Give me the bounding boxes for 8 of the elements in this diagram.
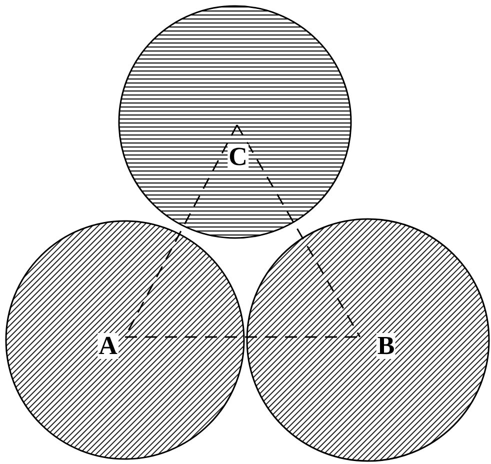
dashed-line: [236, 124, 361, 338]
dashed-line: [125, 336, 360, 338]
hatched-circle: [5, 220, 245, 460]
hatched-circle: [246, 218, 490, 462]
hatched-circle: [118, 5, 352, 239]
point-label: C: [228, 144, 248, 170]
point-label: A: [98, 333, 118, 359]
point-label: B: [376, 333, 396, 359]
